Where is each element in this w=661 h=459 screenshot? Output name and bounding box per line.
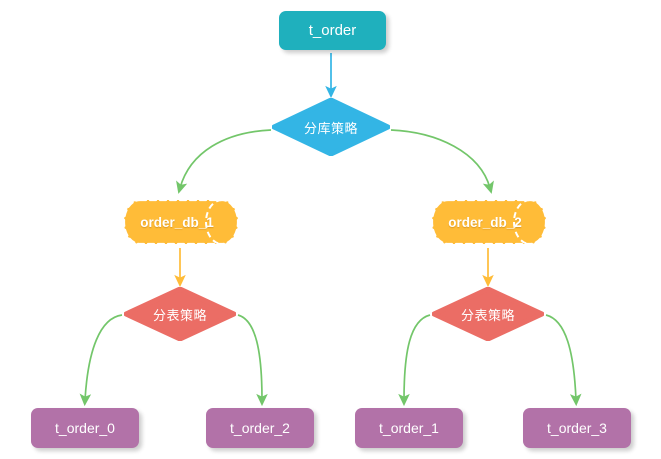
node-t-order-1-label: t_order_1 <box>379 420 439 436</box>
node-table-sharding-strategy-1-label: 分表策略 <box>152 307 207 323</box>
edge-table-strategy1-to-t-order-0 <box>79 314 123 407</box>
node-table-sharding-strategy-1[interactable]: 分表策略 <box>124 287 236 341</box>
node-t-order-1[interactable]: t_order_1 <box>355 408 463 448</box>
edge-table-strategy1-to-t-order-2 <box>237 314 268 407</box>
node-db-sharding-strategy-label: 分库策略 <box>303 120 358 136</box>
node-t-order[interactable]: t_order <box>279 11 386 50</box>
diamond-shape-icon <box>124 287 236 341</box>
node-order-db-1-label: order_db_1 <box>140 214 214 230</box>
cylinder-shape-icon <box>430 198 548 246</box>
edge-table-strategy2-to-t-order-1 <box>398 314 431 407</box>
edge-table-strategy2-to-t-order-3 <box>545 314 582 407</box>
node-t-order-3[interactable]: t_order_3 <box>523 408 631 448</box>
node-table-sharding-strategy-2-label: 分表策略 <box>460 307 515 323</box>
edge-db-strategy-to-db2 <box>390 129 494 194</box>
node-order-db-1[interactable]: order_db_1 <box>122 198 240 246</box>
node-db-sharding-strategy[interactable]: 分库策略 <box>272 98 390 156</box>
node-order-db-2[interactable]: order_db_2 <box>430 198 548 246</box>
node-order-db-2-label: order_db_2 <box>448 214 522 230</box>
diamond-shape-icon <box>432 287 544 341</box>
node-t-order-3-label: t_order_3 <box>547 420 607 436</box>
node-t-order-0[interactable]: t_order_0 <box>31 408 139 448</box>
node-t-order-label: t_order <box>308 22 357 39</box>
node-t-order-0-label: t_order_0 <box>55 420 115 436</box>
edge-db-strategy-to-db1 <box>176 129 272 194</box>
node-t-order-2[interactable]: t_order_2 <box>206 408 314 448</box>
cylinder-shape-icon <box>122 198 240 246</box>
node-table-sharding-strategy-2[interactable]: 分表策略 <box>432 287 544 341</box>
diamond-shape-icon <box>272 98 390 156</box>
node-t-order-2-label: t_order_2 <box>230 420 290 436</box>
